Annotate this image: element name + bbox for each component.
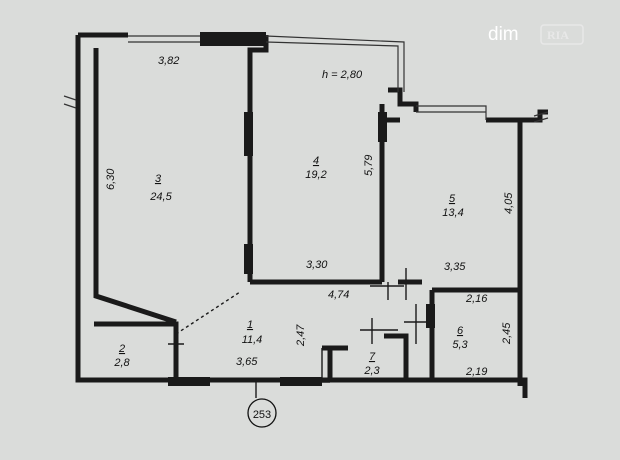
dim-4-74: 4,74 (328, 289, 349, 301)
room-5-number: 5 (449, 193, 456, 205)
room-1-label: 1 11,4 (242, 319, 263, 346)
dim-6-30: 6,30 (105, 168, 117, 190)
dim-3-65: 3,65 (236, 356, 258, 368)
dim-2-16: 2,16 (465, 293, 488, 305)
dim-3-35: 3,35 (444, 261, 466, 273)
room-6-area: 5,3 (452, 339, 468, 351)
dim-2-45: 2,45 (501, 322, 513, 345)
watermark-logo-frame (540, 24, 584, 45)
room-1-number: 1 (247, 319, 253, 331)
dimensions: 3,82 6,30 5,79 3,30 3,35 4,05 4,74 2,16 … (105, 55, 515, 378)
dim-3-30: 3,30 (306, 259, 328, 271)
room-7-number: 7 (369, 351, 376, 363)
room-4-area: 19,2 (305, 169, 326, 181)
apartment-number: 253 (253, 409, 271, 421)
watermark-logo: RIA (547, 28, 569, 42)
room-2-label: 2 2,8 (113, 343, 130, 369)
room-7-label: 7 2,3 (363, 351, 380, 377)
dim-2-47: 2,47 (295, 324, 307, 347)
room-2-area: 2,8 (113, 357, 130, 369)
room-7-area: 2,3 (363, 365, 380, 377)
apartment-number-circle (247, 398, 277, 428)
room-6-number: 6 (457, 325, 464, 337)
room-5-label: 5 13,4 (442, 193, 463, 219)
room-1-area: 11,4 (242, 334, 263, 346)
doors (168, 268, 430, 383)
room-3-number: 3 (155, 173, 162, 185)
room-2-number: 2 (118, 343, 125, 355)
room-5-area: 13,4 (442, 207, 463, 219)
ceiling-height: h = 2,80 (322, 69, 363, 81)
dim-2-19: 2,19 (465, 366, 487, 378)
room-3-area: 24,5 (149, 191, 172, 203)
dim-4-05: 4,05 (503, 192, 515, 214)
room-6-label: 6 5,3 (452, 325, 468, 351)
windows (63, 35, 549, 398)
dim-3-82: 3,82 (158, 55, 179, 67)
outer-walls (75, 32, 548, 398)
watermark-brand: dim (488, 24, 519, 45)
room-3-label: 3 24,5 (149, 173, 172, 203)
dim-5-79: 5,79 (363, 155, 375, 176)
apartment-number-marker: 253 (247, 398, 277, 428)
room-4-label: 4 19,2 (305, 155, 326, 181)
dim-ria-watermark: dim RIA (488, 24, 584, 45)
room-4-number: 4 (313, 155, 319, 167)
